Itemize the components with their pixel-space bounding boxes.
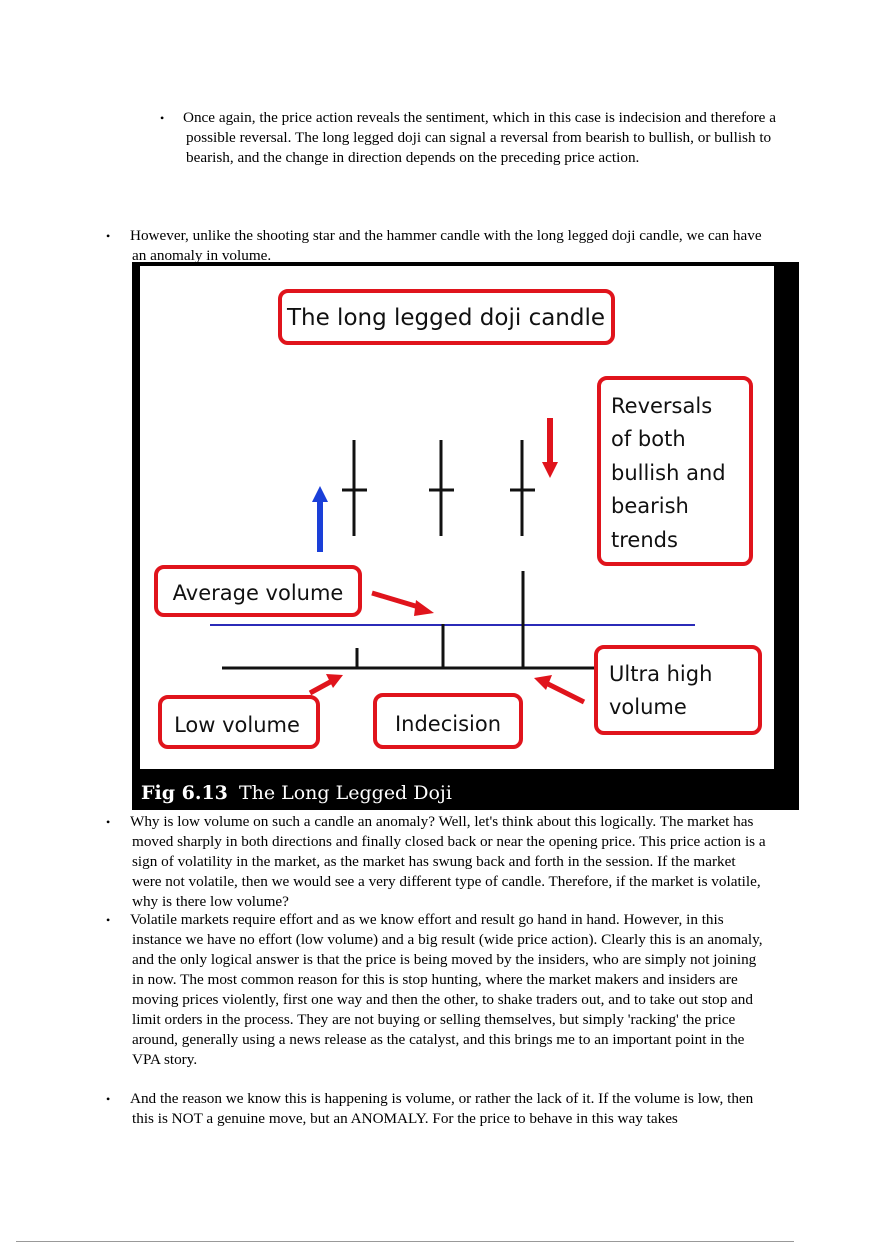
low-volume-box (158, 695, 320, 749)
bullet-paragraph-4: • Volatile markets require effort and as… (106, 910, 766, 1070)
paragraph-text: Once again, the price action reveals the… (183, 109, 776, 166)
paragraph-text: And the reason we know this is happening… (130, 1090, 754, 1127)
figure-caption: Fig 6.13 The Long Legged Doji (141, 782, 452, 804)
indecision-label: Indecision (395, 712, 501, 736)
doji-candles (342, 440, 535, 536)
paragraph-text: Volatile markets require effort and as w… (130, 911, 763, 1068)
bullet-marker: • (160, 111, 165, 125)
red-down-arrow (542, 418, 558, 478)
footer-rule (16, 1241, 794, 1242)
ultra-high-arrow (534, 675, 586, 705)
paragraph-text: However, unlike the shooting star and th… (130, 227, 762, 264)
bullet-marker: • (106, 815, 111, 829)
figure-long-legged-doji: The long legged doji candle Reversals of… (132, 262, 799, 810)
bullet-marker: • (106, 913, 111, 927)
bullet-paragraph-1: • Once again, the price action reveals t… (160, 108, 780, 168)
indecision-box (373, 693, 523, 749)
bullet-paragraph-5: • And the reason we know this is happeni… (106, 1089, 776, 1129)
title-box (278, 289, 615, 345)
average-volume-box (154, 565, 362, 617)
low-volume-arrow (308, 674, 343, 696)
reversals-label: Reversals of both bullish and bearish tr… (611, 394, 732, 552)
low-volume-label: Low volume (174, 713, 300, 737)
paragraph-text: Why is low volume on such a candle an an… (130, 813, 766, 910)
title-box-label: The long legged doji candle (286, 305, 605, 331)
bullet-paragraph-2: • However, unlike the shooting star and … (106, 226, 766, 266)
volume-bars (222, 571, 607, 670)
ultra-high-volume-box (594, 645, 762, 735)
bullet-paragraph-3: • Why is low volume on such a candle an … (106, 812, 766, 912)
bullet-marker: • (106, 229, 111, 243)
bullet-marker: • (106, 1092, 111, 1106)
average-volume-arrow (371, 590, 434, 616)
ultra-high-volume-label: Ultra high volume (609, 662, 719, 719)
reversals-box (597, 376, 753, 566)
blue-up-arrow (312, 486, 328, 552)
average-volume-label: Average volume (173, 581, 344, 605)
